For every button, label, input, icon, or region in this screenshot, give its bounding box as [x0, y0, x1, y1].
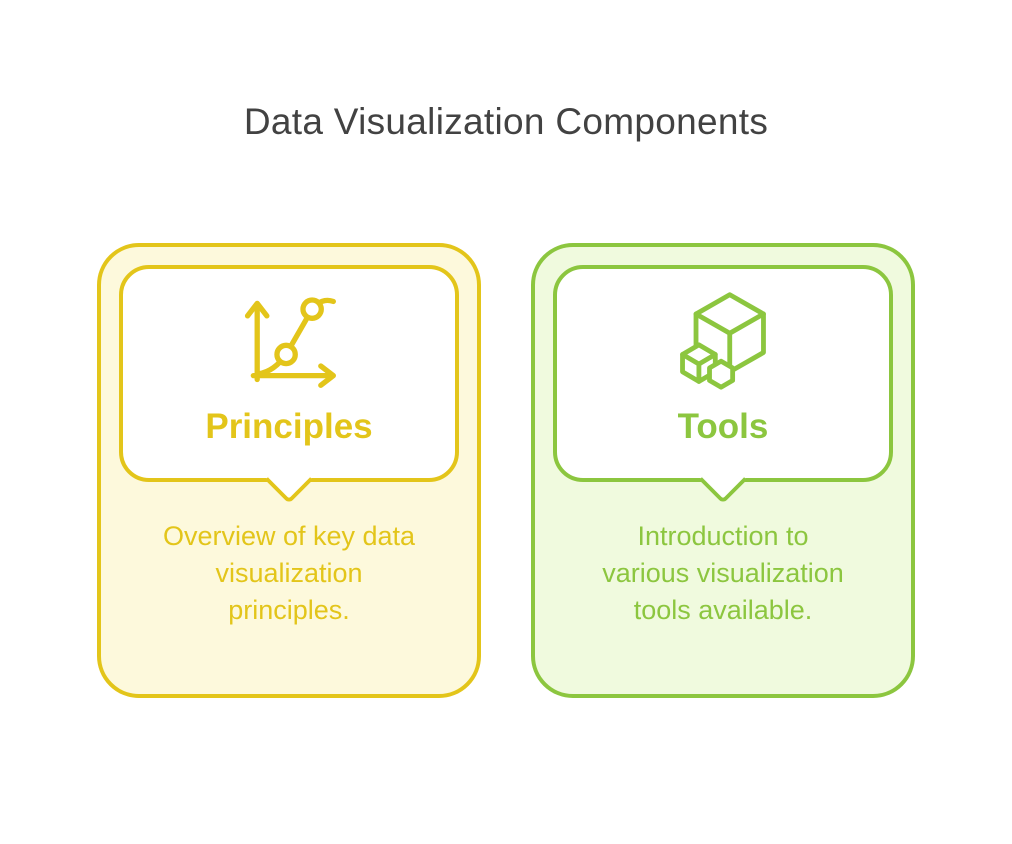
- card-title: Principles: [205, 407, 373, 446]
- description-line: tools available.: [633, 595, 813, 625]
- card-description: Overview of key data visualization princ…: [101, 518, 477, 629]
- card-tools: Tools Introduction to various visualizat…: [531, 243, 915, 698]
- card-title: Tools: [677, 407, 769, 446]
- page-title: Data Visualization Components: [243, 101, 769, 142]
- description-line: various visualization: [602, 558, 844, 588]
- tools-bubble: Tools: [553, 265, 893, 482]
- description-line: Overview of key data: [162, 521, 416, 551]
- principles-bubble: Principles: [119, 265, 459, 482]
- card-description: Introduction to various visualization to…: [535, 518, 911, 629]
- cubes-icon: [680, 292, 766, 390]
- line-chart-icon: [244, 297, 336, 388]
- description-line: Introduction to: [637, 521, 809, 551]
- card-principles: Principles Overview of key data visualiz…: [97, 243, 481, 698]
- cards-container: Principles Overview of key data visualiz…: [0, 243, 1012, 698]
- description-line: visualization: [215, 558, 363, 588]
- description-line: principles.: [228, 595, 350, 625]
